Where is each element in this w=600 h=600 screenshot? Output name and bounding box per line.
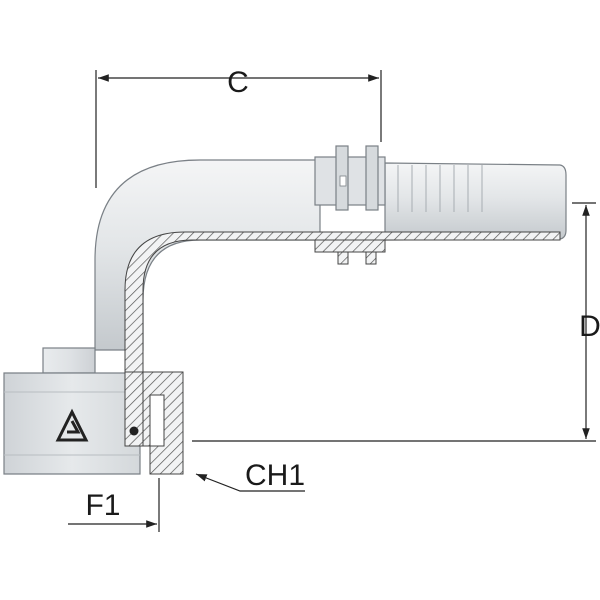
brand-logo-icon — [55, 408, 89, 442]
fitting-body — [3, 145, 567, 475]
callout-ch1-label: CH1 — [245, 459, 305, 492]
section-hatch-collar — [314, 239, 386, 265]
dimension-f1-label: F1 — [85, 489, 120, 522]
o-ring — [129, 426, 139, 436]
section-hatch-seat — [124, 371, 144, 447]
dimension-c: C — [95, 66, 382, 188]
bent-tube — [94, 159, 321, 351]
collar — [314, 145, 386, 211]
callout-ch1-leader — [195, 473, 305, 492]
dimension-c-label: C — [227, 66, 249, 99]
dimension-f1: F1 — [68, 478, 160, 532]
dimension-d: D — [192, 202, 600, 442]
hose-tail — [384, 162, 567, 241]
neck — [42, 347, 96, 374]
tail-serrations — [397, 165, 483, 212]
dimension-d-label: D — [579, 310, 600, 343]
section-hatch-tube — [124, 231, 561, 373]
callout-ch1: CH1 — [195, 459, 305, 492]
